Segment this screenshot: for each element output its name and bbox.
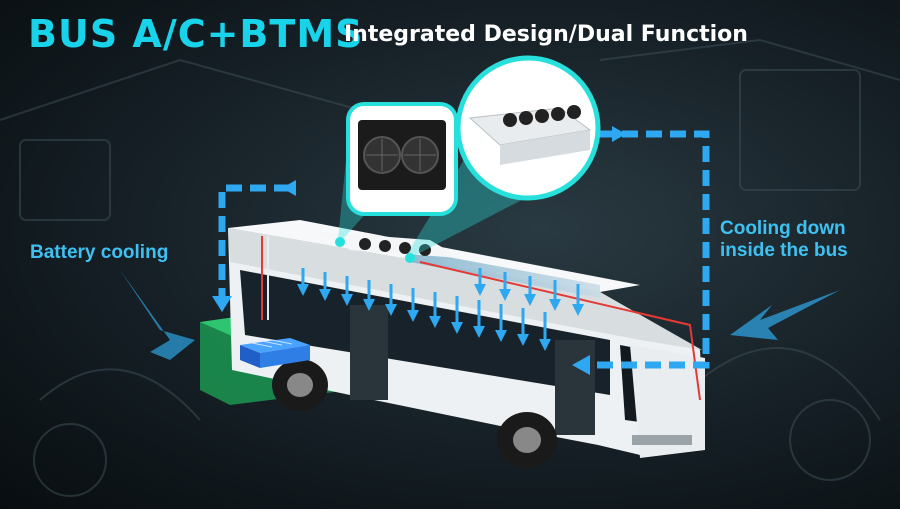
ac-anchor-dot — [405, 253, 415, 263]
btms-out-arrowhead — [282, 180, 296, 196]
cabin-flow-line — [585, 130, 710, 369]
btms-anchor-dot — [335, 237, 345, 247]
cabin-cooling-label-line1: Cooling down — [720, 218, 846, 239]
page-title: BUS A/C+BTMS — [28, 12, 364, 56]
cabin-cooling-label-line2: inside the bus — [720, 240, 848, 261]
ac-callout — [455, 55, 601, 201]
battery-flow-arrowhead — [212, 296, 232, 312]
cabin-cooling-label: Cooling down inside the bus — [720, 218, 848, 262]
coolant-pipes — [261, 236, 701, 401]
battery-cooling-label: Battery cooling — [30, 242, 169, 263]
cabin-pointer-arrow — [730, 290, 840, 340]
btms-callout — [346, 102, 458, 216]
page-subtitle: Integrated Design/Dual Function — [344, 22, 748, 47]
battery-pack-icon — [240, 338, 310, 368]
ac-out-arrowhead — [612, 126, 626, 142]
airflow-arrows — [297, 268, 584, 351]
battery-pointer-arrow — [120, 270, 195, 360]
roof-ac-unit — [320, 232, 460, 258]
cabin-flow-arrowhead — [572, 355, 590, 375]
